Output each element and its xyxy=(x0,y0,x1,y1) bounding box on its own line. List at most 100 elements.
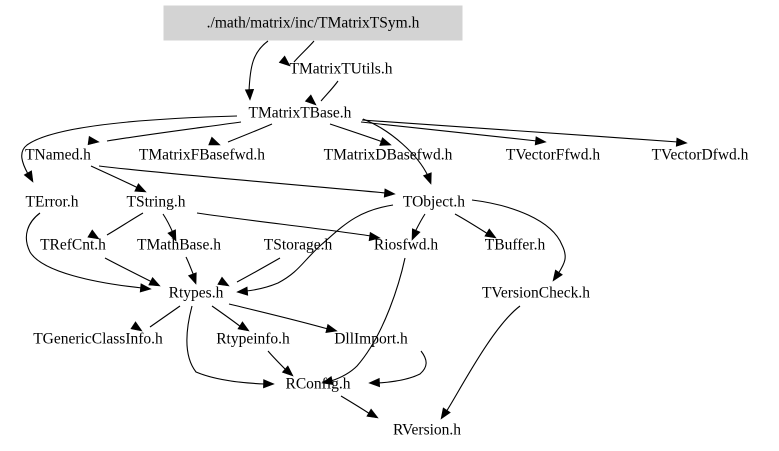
node-TMatrixTUtils[interactable]: TMatrixTUtils.h xyxy=(277,58,405,80)
nodes-layer: ./math/matrix/inc/TMatrixTSym.hTMatrixTU… xyxy=(9,5,760,441)
node-TVectorDfwd[interactable]: TVectorDfwd.h xyxy=(640,144,760,166)
node-label: Rtypes.h xyxy=(169,285,224,302)
edge-line xyxy=(90,165,139,189)
edge-TError-to-Rtypes xyxy=(25,212,152,293)
edge-line xyxy=(236,257,281,283)
arrowhead-icon xyxy=(236,286,249,296)
edge-TMatrixTBase-to-TVectorFfwd xyxy=(360,121,547,146)
arrowhead-icon xyxy=(281,365,294,377)
edge-Riosfwd-to-RConfig xyxy=(321,257,406,386)
edge-TVersionCheck-to-RVersion xyxy=(440,305,521,420)
edge-TObject-to-TBuffer xyxy=(454,213,497,239)
node-TStorage[interactable]: TStorage.h xyxy=(252,234,344,256)
node-label: Rtypeinfo.h xyxy=(216,331,290,348)
node-label: TString.h xyxy=(127,194,186,211)
node-label: TBuffer.h xyxy=(485,237,546,254)
arrowhead-icon xyxy=(187,272,197,285)
arrowhead-icon xyxy=(325,323,338,333)
node-Riosfwd[interactable]: Riosfwd.h xyxy=(364,234,448,256)
node-label: Riosfwd.h xyxy=(374,237,438,254)
arrowhead-icon xyxy=(368,377,380,388)
edge-TMatrixTBase-to-TMatrixDBasefwd xyxy=(329,123,392,146)
edge-line xyxy=(445,305,521,413)
edge-line xyxy=(360,121,538,142)
node-TBuffer[interactable]: TBuffer.h xyxy=(475,234,555,256)
edge-TObject-to-Riosfwd xyxy=(411,213,426,241)
node-RConfig[interactable]: RConfig.h xyxy=(275,373,361,395)
arrowhead-icon xyxy=(383,188,396,198)
node-TRefCnt[interactable]: TRefCnt.h xyxy=(31,234,115,256)
node-TVectorFfwd[interactable]: TVectorFfwd.h xyxy=(495,144,612,166)
edge-line xyxy=(248,40,269,93)
arrowhead-icon xyxy=(368,231,381,242)
edge-line xyxy=(25,212,143,289)
edge-line xyxy=(98,165,387,194)
edge-TMatrixTUtils-to-TMatrixTBase xyxy=(304,80,339,106)
node-TObject[interactable]: TObject.h xyxy=(393,191,475,213)
arrowhead-icon xyxy=(263,379,275,389)
node-TError[interactable]: TError.h xyxy=(15,191,89,213)
node-TMatrixTBase[interactable]: TMatrixTBase.h xyxy=(237,102,363,124)
node-label: RConfig.h xyxy=(285,376,350,393)
edge-line xyxy=(362,118,429,177)
node-Rtypeinfo[interactable]: Rtypeinfo.h xyxy=(206,328,300,350)
edge-TMatrixTBase-to-TError xyxy=(21,115,238,183)
arrowhead-icon xyxy=(208,136,221,146)
edge-line xyxy=(162,213,174,234)
node-Rtypes[interactable]: Rtypes.h xyxy=(157,282,235,304)
edge-line xyxy=(320,80,339,102)
edge-line xyxy=(377,350,427,384)
edge-line xyxy=(454,213,489,235)
node-RVersion[interactable]: RVersion.h xyxy=(380,419,474,441)
node-label: TRefCnt.h xyxy=(40,237,106,254)
node-TGenericClassInfo[interactable]: TGenericClassInfo.h xyxy=(9,328,187,350)
edge-TString-to-TRefCnt xyxy=(87,212,144,240)
node-TVersionCheck[interactable]: TVersionCheck.h xyxy=(466,282,606,304)
node-label: TMatrixTUtils.h xyxy=(290,61,393,78)
arrowhead-icon xyxy=(304,94,317,106)
edge-line xyxy=(106,121,242,142)
arrowhead-icon xyxy=(87,135,100,146)
edge-line xyxy=(104,257,153,283)
edge-line xyxy=(414,213,426,233)
edge-TMathBase-to-Rtypes xyxy=(185,256,197,285)
edge-TNamed-to-TObject xyxy=(98,165,396,198)
node-label: TNamed.h xyxy=(25,147,91,164)
node-label: TMatrixDBasefwd.h xyxy=(324,147,453,164)
edge-line xyxy=(227,123,273,143)
arrowhead-icon xyxy=(321,376,334,386)
node-label: TStorage.h xyxy=(264,237,333,254)
edge-TMatrixTBase-to-TNamed xyxy=(87,121,242,146)
edge-TMatrixTBase-to-TObject xyxy=(362,118,432,185)
arrowhead-icon xyxy=(379,137,392,146)
edge-line xyxy=(245,204,394,292)
node-label: TGenericClassInfo.h xyxy=(33,331,163,348)
arrowhead-icon xyxy=(675,137,688,147)
node-TString[interactable]: TString.h xyxy=(116,191,196,213)
edge-line xyxy=(340,395,371,415)
arrowhead-icon xyxy=(411,228,421,241)
node-label: DllImport.h xyxy=(334,331,408,348)
edge-line xyxy=(330,257,406,382)
node-label: ./math/matrix/inc/TMatrixTSym.h xyxy=(207,15,420,32)
node-TMathBase[interactable]: TMathBase.h xyxy=(124,234,234,256)
node-label: TObject.h xyxy=(403,194,465,211)
arrowhead-icon xyxy=(130,321,143,332)
node-TMatrixFBasefwd[interactable]: TMatrixFBasefwd.h xyxy=(123,144,281,166)
node-label: TMatrixTBase.h xyxy=(249,105,352,122)
node-TMatrixDBasefwd[interactable]: TMatrixDBasefwd.h xyxy=(307,144,469,166)
edge-DllImport-to-RConfig xyxy=(368,350,427,388)
node-DllImport[interactable]: DllImport.h xyxy=(321,328,421,350)
edge-Rtypes-to-DllImport xyxy=(228,303,338,333)
node-label: TMatrixFBasefwd.h xyxy=(139,147,265,164)
edge-TString-to-Riosfwd xyxy=(196,212,381,242)
edge-Rtypeinfo-to-RConfig xyxy=(267,350,294,377)
arrowhead-icon xyxy=(237,321,250,332)
edge-RConfig-to-RVersion xyxy=(340,395,379,419)
node-label: TVectorDfwd.h xyxy=(652,147,749,164)
arrowhead-icon xyxy=(148,276,161,287)
edge-line xyxy=(228,303,329,330)
node-TNamed[interactable]: TNamed.h xyxy=(17,144,99,166)
arrowhead-icon xyxy=(167,229,177,242)
node-TMatrixTSym[interactable]: ./math/matrix/inc/TMatrixTSym.h xyxy=(163,5,463,41)
